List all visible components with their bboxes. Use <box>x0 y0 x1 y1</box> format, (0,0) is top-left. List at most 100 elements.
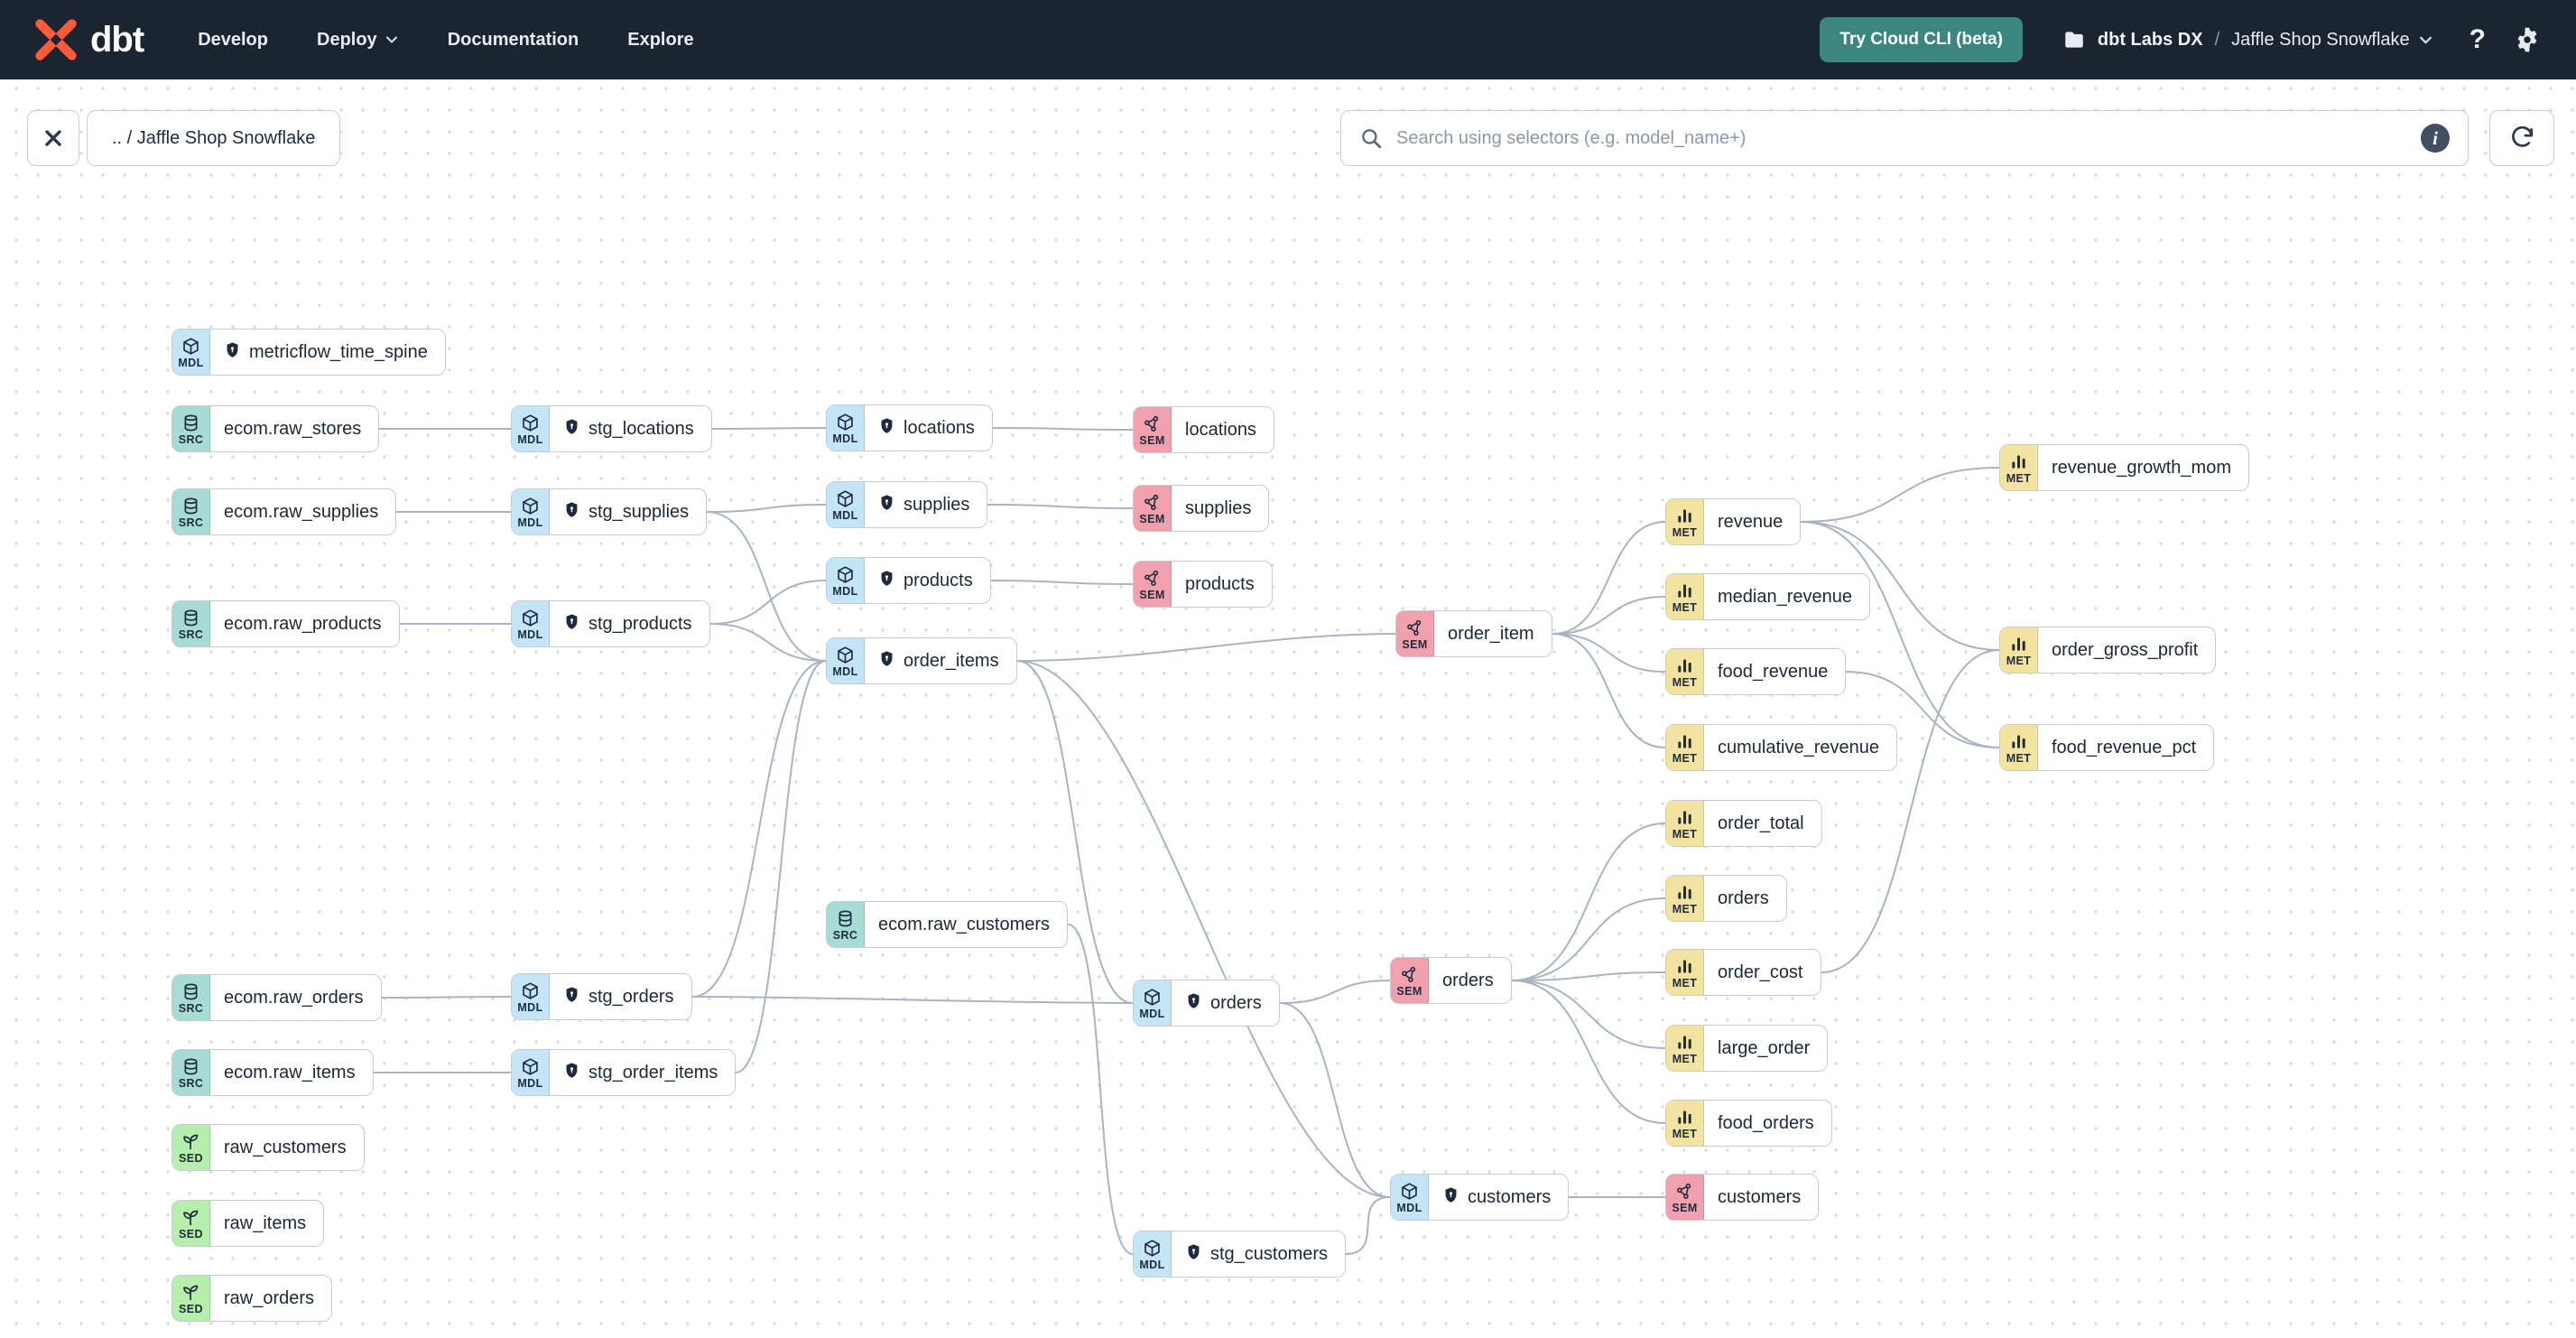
lineage-node-mdl-customers[interactable]: MDL customers <box>1390 1174 1570 1221</box>
sem-icon <box>1400 965 1419 984</box>
lineage-node-met-order-gross-profit[interactable]: MET order_gross_profit <box>1999 627 2217 674</box>
lineage-node-mdl-stg-supplies[interactable]: MDL stg_supplies <box>511 488 708 535</box>
menu-item-develop[interactable]: Develop <box>198 29 268 50</box>
met-type-chip: MET <box>1666 801 1704 846</box>
lineage-node-mdl-stg-order-items[interactable]: MDL stg_order_items <box>511 1049 737 1096</box>
search-icon <box>1362 129 1382 149</box>
contract-shield-icon <box>1185 992 1202 1015</box>
lineage-node-mdl-orders[interactable]: MDL orders <box>1133 980 1280 1027</box>
lineage-node-mdl-order-items[interactable]: MDL order_items <box>826 637 1017 684</box>
lineage-node-met-revenue-growth-mom[interactable]: MET revenue_growth_mom <box>1999 444 2249 491</box>
sem-icon <box>1143 569 1162 588</box>
menu-item-documentation[interactable]: Documentation <box>447 29 579 50</box>
lineage-node-mdl-locations[interactable]: MDL locations <box>826 404 993 451</box>
lineage-node-sed-raw-orders[interactable]: SED raw_orders <box>171 1275 333 1322</box>
lineage-node-sem-products[interactable]: SEM products <box>1133 561 1273 608</box>
node-label: orders <box>1210 992 1262 1013</box>
search-input[interactable] <box>1396 127 2407 149</box>
node-label: revenue_growth_mom <box>2052 457 2231 478</box>
menu-item-explore[interactable]: Explore <box>627 29 694 50</box>
src-type-chip: SRC <box>172 601 210 646</box>
edge-sem-orders-to-met-order-total <box>1511 822 1666 981</box>
lineage-node-mdl-metricflow-time-spine[interactable]: MDL metricflow_time_spine <box>171 329 446 376</box>
main-menu: Develop Deploy Documentation Explore <box>198 30 693 51</box>
lineage-node-sem-customers[interactable]: SEM customers <box>1665 1174 1820 1221</box>
node-label: stg_locations <box>588 418 694 439</box>
met-type-chip: MET <box>1666 725 1704 770</box>
lineage-node-src-raw-products[interactable]: SRC ecom.raw_products <box>171 600 400 647</box>
edge-sem-order-item-to-met-median-revenue <box>1552 596 1666 635</box>
lineage-node-mdl-supplies[interactable]: MDL supplies <box>826 481 988 528</box>
mdl-type-chip: MDL <box>512 489 550 534</box>
node-label: stg_order_items <box>588 1062 718 1082</box>
mdl-type-chip: MDL <box>172 330 210 375</box>
lineage-node-met-food-revenue-pct[interactable]: MET food_revenue_pct <box>1999 724 2215 771</box>
lineage-node-src-raw-customers[interactable]: SRC ecom.raw_customers <box>826 901 1069 948</box>
edge-mdl-stg-order-items-to-mdl-order-items <box>735 660 827 1073</box>
sed-icon <box>181 1132 200 1151</box>
dbt-logo[interactable]: dbt <box>32 16 144 63</box>
lineage-node-met-large-order[interactable]: MET large_order <box>1665 1025 1829 1072</box>
sem-type-chip: SEM <box>1134 407 1172 452</box>
lineage-node-met-order-cost[interactable]: MET order_cost <box>1665 949 1821 996</box>
node-label: ecom.raw_stores <box>224 418 362 439</box>
lineage-node-mdl-products[interactable]: MDL products <box>826 557 991 604</box>
node-label: customers <box>1718 1186 1802 1207</box>
lineage-node-sem-locations[interactable]: SEM locations <box>1133 406 1274 453</box>
node-label: large_order <box>1718 1037 1811 1058</box>
lineage-node-src-raw-items[interactable]: SRC ecom.raw_items <box>171 1049 374 1096</box>
edge-met-revenue-to-met-order-gross-profit <box>1800 521 2000 651</box>
sem-type-chip: SEM <box>1134 486 1172 531</box>
node-label: supplies <box>1185 497 1252 518</box>
lineage-node-met-food-orders[interactable]: MET food_orders <box>1665 1100 1832 1147</box>
edge-sem-orders-to-met-large-order <box>1511 980 1666 1049</box>
lineage-node-met-food-revenue[interactable]: MET food_revenue <box>1665 648 1847 695</box>
node-label: orders <box>1718 887 1769 908</box>
lineage-node-mdl-stg-orders[interactable]: MDL stg_orders <box>511 973 692 1020</box>
mdl-icon <box>836 413 855 432</box>
edge-mdl-orders-to-sem-orders <box>1279 980 1391 1004</box>
lineage-node-sed-raw-customers[interactable]: SED raw_customers <box>171 1124 365 1171</box>
lineage-node-sed-raw-items[interactable]: SED raw_items <box>171 1200 325 1247</box>
contract-shield-icon <box>878 650 895 673</box>
try-cloud-cli-button[interactable]: Try Cloud CLI (beta) <box>1820 17 2023 62</box>
lineage-node-sem-orders[interactable]: SEM orders <box>1390 957 1512 1004</box>
account-name[interactable]: dbt Labs DX <box>2097 29 2203 50</box>
gear-icon[interactable] <box>2513 25 2542 54</box>
lineage-breadcrumb[interactable]: .. / Jaffle Shop Snowflake <box>87 110 341 166</box>
info-icon[interactable]: i <box>2421 124 2450 153</box>
lineage-node-src-raw-orders[interactable]: SRC ecom.raw_orders <box>171 974 382 1021</box>
mdl-icon <box>521 981 540 1000</box>
sem-type-chip: SEM <box>1134 562 1172 607</box>
edge-mdl-stg-supplies-to-mdl-order-items <box>706 511 827 662</box>
lineage-node-met-median-revenue[interactable]: MET median_revenue <box>1665 573 1870 620</box>
lineage-node-mdl-stg-products[interactable]: MDL stg_products <box>511 600 710 647</box>
met-type-chip: MET <box>1666 499 1704 544</box>
refresh-lineage-button[interactable] <box>2489 110 2554 166</box>
lineage-node-mdl-stg-customers[interactable]: MDL stg_customers <box>1133 1231 1347 1278</box>
sem-type-chip: SEM <box>1666 1175 1704 1220</box>
met-icon <box>1675 656 1694 675</box>
lineage-node-sem-supplies[interactable]: SEM supplies <box>1133 485 1270 532</box>
menu-item-deploy[interactable]: Deploy <box>317 30 399 51</box>
node-label: raw_customers <box>224 1137 347 1157</box>
sed-icon <box>181 1208 200 1227</box>
lineage-node-met-order-total[interactable]: MET order_total <box>1665 800 1822 847</box>
lineage-node-src-raw-supplies[interactable]: SRC ecom.raw_supplies <box>171 488 397 535</box>
contract-shield-icon <box>563 418 580 441</box>
met-icon <box>1675 1108 1694 1127</box>
lineage-node-met-cumulative-revenue[interactable]: MET cumulative_revenue <box>1665 724 1897 771</box>
lineage-node-met-revenue[interactable]: MET revenue <box>1665 498 1802 545</box>
src-type-chip: SRC <box>172 975 210 1020</box>
help-icon[interactable]: ? <box>2469 24 2486 54</box>
project-selector[interactable]: Jaffle Shop Snowflake <box>2231 30 2433 51</box>
lineage-node-sem-order-item[interactable]: SEM order_item <box>1395 610 1552 657</box>
edge-met-revenue-to-met-food-revenue-pct <box>1800 521 2000 748</box>
selector-search-bar: i <box>1340 110 2469 166</box>
lineage-node-mdl-stg-locations[interactable]: MDL stg_locations <box>511 405 712 452</box>
close-lineage-button[interactable] <box>27 110 79 166</box>
lineage-node-met-orders[interactable]: MET orders <box>1665 875 1787 922</box>
mdl-icon <box>836 565 855 584</box>
lineage-node-src-raw-stores[interactable]: SRC ecom.raw_stores <box>171 405 380 452</box>
